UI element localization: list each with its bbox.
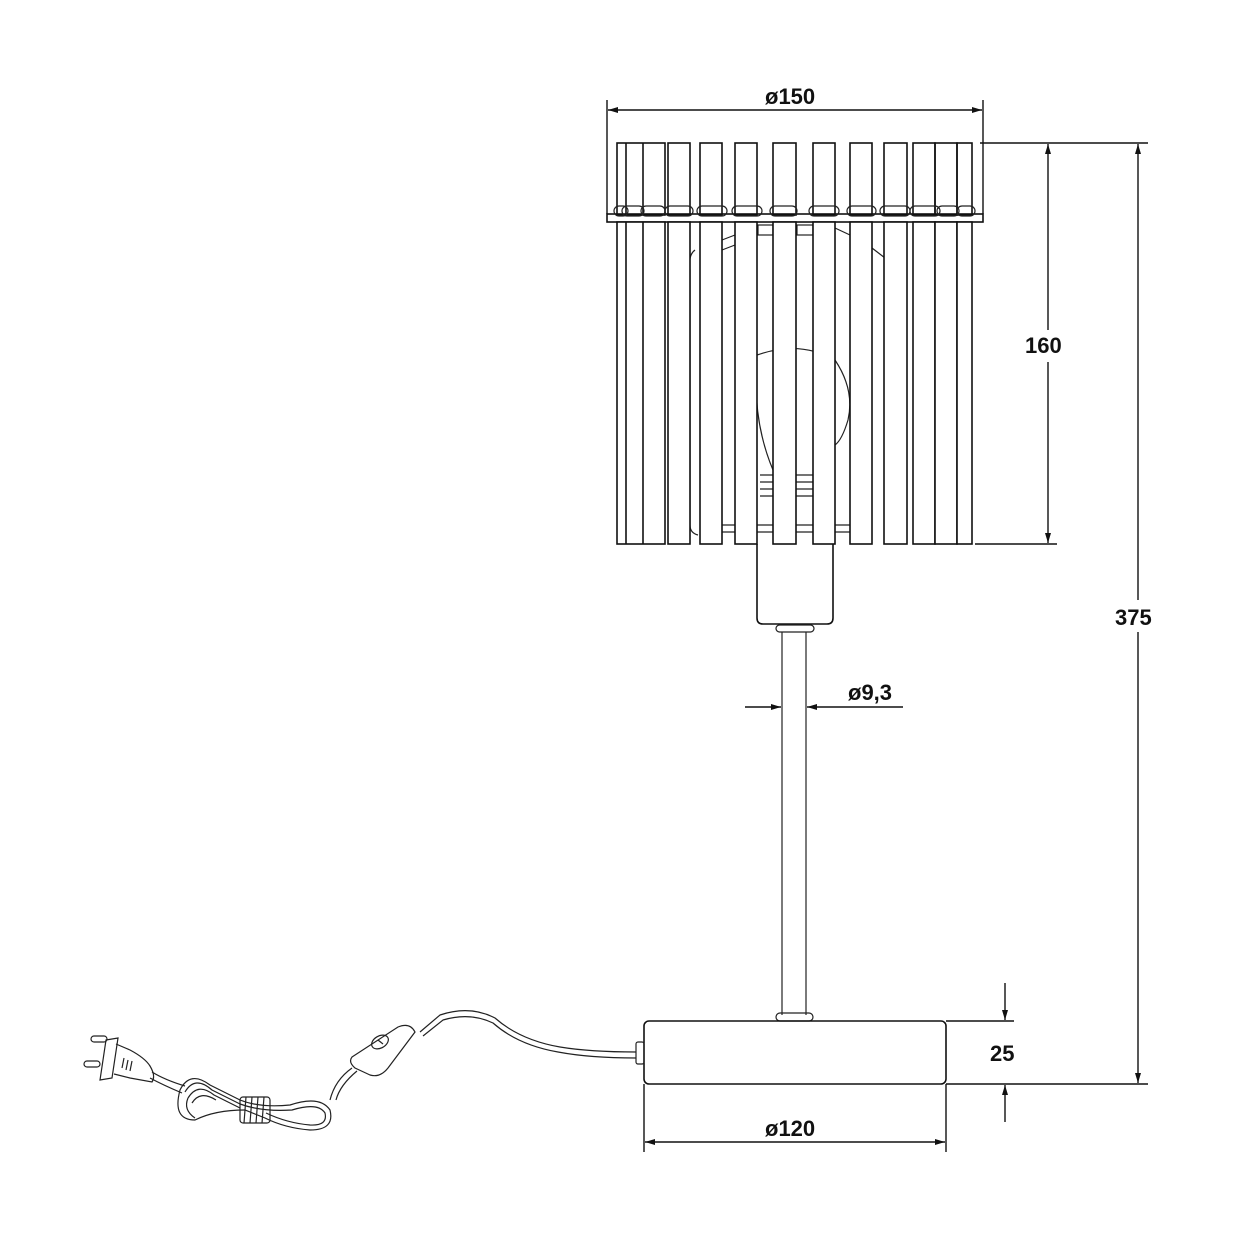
dimension-base-diameter [643, 1084, 947, 1152]
shade [606, 142, 984, 545]
total-height-label: 375 [1115, 605, 1152, 631]
dimension-shade-height [975, 142, 1148, 545]
stem-diameter-label: ø9,3 [848, 680, 893, 705]
base [635, 1020, 947, 1085]
base-diameter-label: ø120 [765, 1116, 816, 1141]
dimension-base-height [946, 983, 1014, 1122]
socket [756, 544, 834, 633]
shade-diameter-label: ø150 [765, 84, 816, 109]
cord-coil [177, 1078, 332, 1131]
power-cord [83, 1010, 637, 1131]
dimension-shade-diameter [606, 100, 984, 214]
dimension-total-height [946, 144, 1148, 1085]
stem [775, 632, 814, 1022]
inline-switch [349, 1024, 416, 1077]
eu-plug [83, 1035, 155, 1083]
base-height-label: 25 [990, 1041, 1015, 1066]
shade-height-label: 160 [1025, 333, 1062, 359]
